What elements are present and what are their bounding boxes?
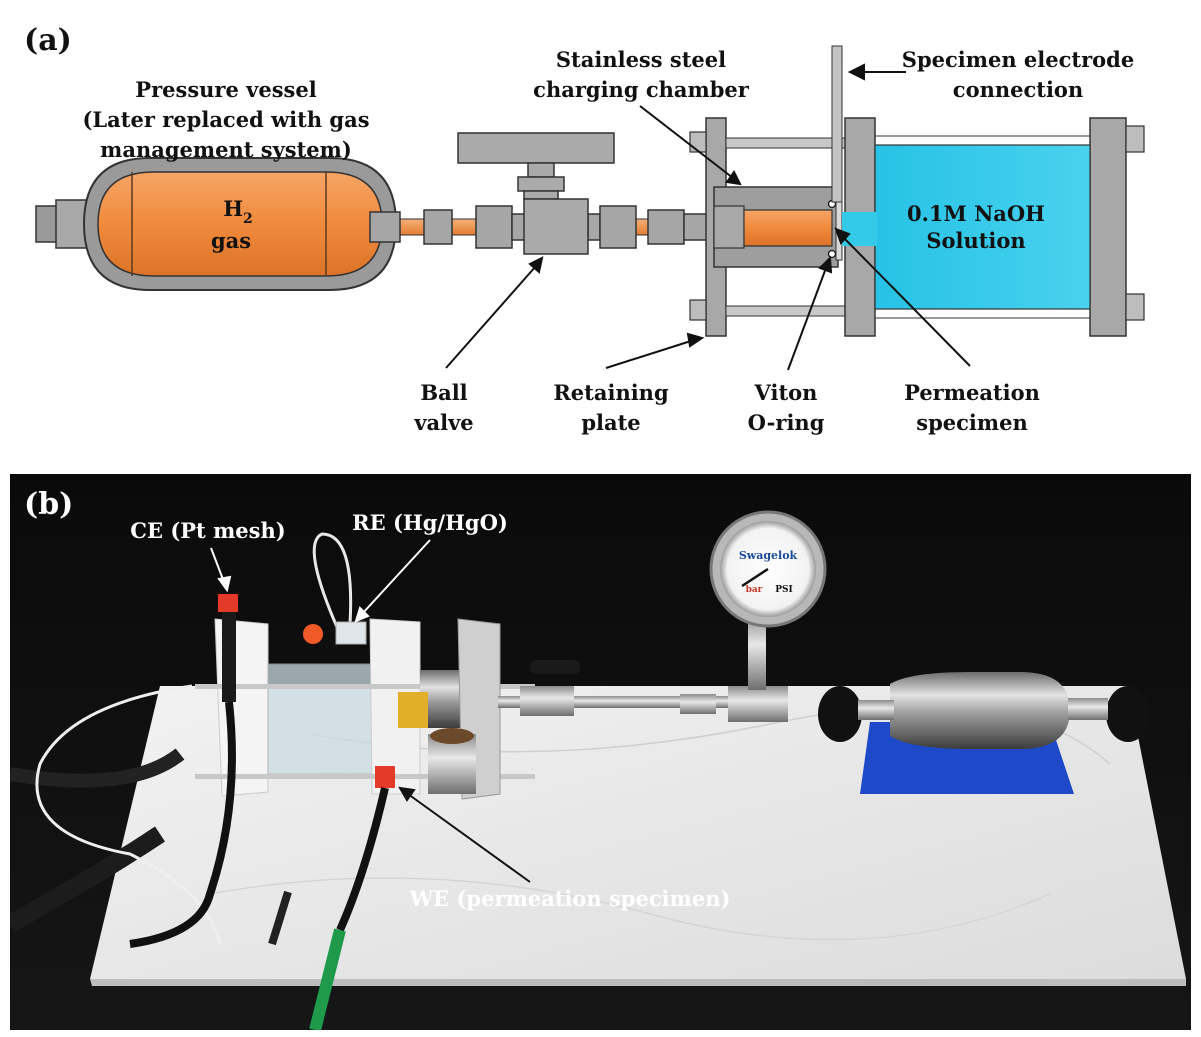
tile-edge [90,979,1186,986]
gauge-brand: Swagelok [739,549,798,562]
we-lead [268,766,395,1030]
ball-valve-label-1: Ball [420,380,467,405]
we-label: WE (permeation specimen) [409,886,731,911]
permeation-label-1: Permeation [904,380,1040,405]
tee-fitting [728,686,788,722]
re-holder [335,621,367,645]
cylinder-fitting [858,700,894,720]
tie-rod [195,774,535,779]
gas-label: gas [211,228,251,253]
schematic-panel: (a) H2 gas [0,0,1201,470]
re-wire [312,532,353,635]
arrow-stainless-head [725,170,742,186]
stainless-label-1: Stainless steel [556,47,726,72]
gas-line: Swagelok bar PSI [498,510,827,722]
naoh-label-2: Solution [926,228,1025,253]
gauge-unit-psi: PSI [775,585,792,595]
arrow-permeation-head [834,227,851,245]
arrow-electrode-head [847,63,865,81]
pressure-vessel-label-1: Pressure vessel [135,77,316,102]
arrow-retaining-head [686,332,705,348]
retaining-label-1: Retaining [553,380,669,405]
electrochemical-cell [195,532,535,800]
ball-valve [457,132,615,255]
arrow-we [407,793,531,883]
marble-vein [209,877,1051,941]
cylinder-valve-knob [818,686,862,742]
schematic-drawing: (a) H2 gas [24,23,1145,435]
pressure-vessel [35,157,398,291]
photo-illustration: Swagelok bar PSI (b) CE (Pt mesh) RE (Hg… [10,474,1191,1030]
panel-a-letter: (a) [24,23,72,58]
re-cap [303,624,323,644]
cylinder-valve-knob [1106,686,1150,742]
ce-cable [222,612,236,702]
arrow-retaining [605,339,695,369]
re-label: RE (Hg/HgO) [352,510,508,535]
oring-label-2: O-ring [748,410,825,435]
we-cable [336,787,389,932]
stainless-label-2: charging chamber [533,77,750,102]
green-cable [309,928,346,1030]
arrow-ce [210,547,225,583]
photo-panel: Swagelok bar PSI (b) CE (Pt mesh) RE (Hg… [10,474,1191,1030]
arrow-re-head [354,606,370,623]
ce-clip [218,594,238,612]
ball-valve-handle [530,660,580,674]
fitting [680,694,716,714]
arrow-re [361,539,431,615]
specimen-face [430,728,474,744]
naoh-label-1: 0.1M NaOH [907,201,1045,226]
retaining-label-2: plate [581,410,640,435]
cylinder-fitting [1068,698,1108,720]
charging-chamber [689,45,847,337]
ce-cable [129,701,236,948]
arrow-ball-valve-head [528,256,544,274]
pressure-vessel-label-3: management system) [100,137,352,162]
photo-arrows-dark [398,786,531,883]
cable [10,826,165,932]
acrylic-cell [267,663,379,775]
panel-b-letter: (b) [24,487,73,522]
kapton-tape [398,692,428,728]
h2-label: H2 [223,196,253,227]
arrow-permeation [841,235,971,367]
arrow-oring [787,267,827,371]
gas-cylinder [818,672,1150,794]
ball-valve-body [520,686,574,716]
gauge-needle [741,567,769,588]
ball-valve-label-2: valve [413,410,473,435]
ce-lead [129,594,238,948]
leader-arrows [445,63,971,371]
cylinder-body [890,672,1070,749]
black-clip [268,890,292,946]
permeation-label-2: specimen [916,410,1027,435]
arrow-ce-head [217,575,232,593]
ce-label: CE (Pt mesh) [130,518,285,543]
photo-arrows [210,539,431,623]
arrow-we-head [398,786,416,802]
we-clip [375,766,395,788]
tie-rod [195,684,535,689]
gauge-unit-bar: bar [746,585,763,595]
gauge-stem [748,614,766,690]
electrode-label-1: Specimen electrode [902,47,1134,72]
electrode-label-2: connection [953,77,1083,102]
arrow-ball-valve [445,265,537,369]
arrow-oring-head [818,255,833,274]
oring-label-1: Viton [754,380,818,405]
arrow-stainless [639,105,734,179]
cell-end-plate-right [369,618,421,795]
pressure-vessel-label-2: (Later replaced with gas [82,107,369,132]
solution-cell [842,117,1145,337]
white-wire [35,684,222,945]
